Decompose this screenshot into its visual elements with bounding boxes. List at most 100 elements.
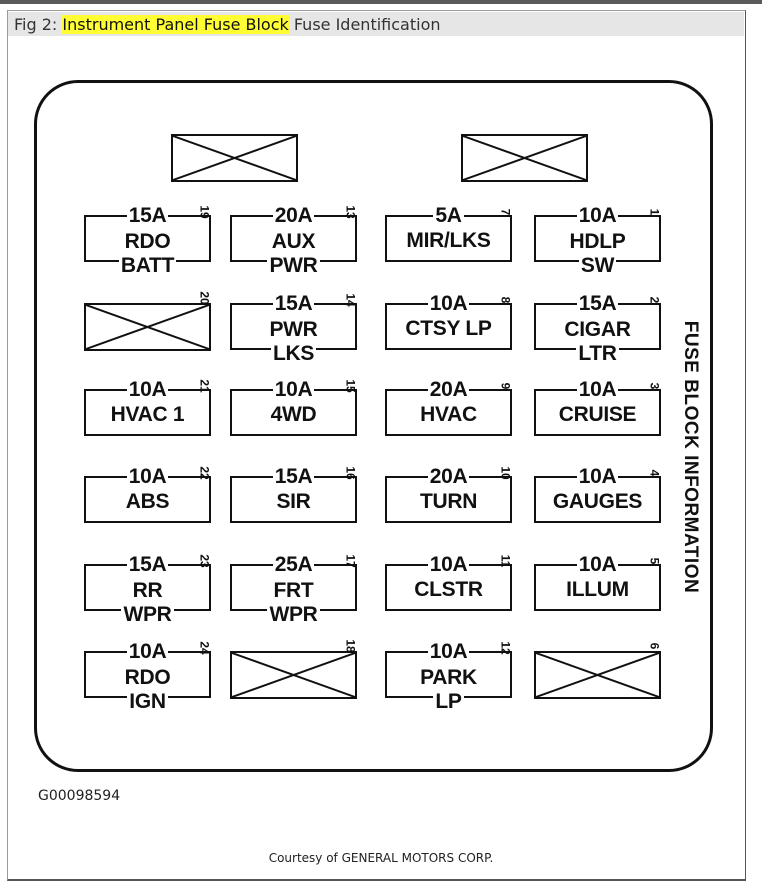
spare-slot-top-left bbox=[171, 134, 298, 182]
fuse-label-line1: RDO bbox=[124, 666, 171, 689]
fuse-number: 1 bbox=[647, 208, 662, 216]
fuse-11: 10A CLSTR 11 bbox=[385, 554, 512, 611]
fuse-18: 18 bbox=[230, 639, 358, 699]
fuse-20: 20 bbox=[84, 291, 212, 351]
fuse-label-line1: PARK bbox=[420, 666, 477, 689]
fuse-number: 12 bbox=[498, 641, 513, 655]
fuse-amp: 10A bbox=[427, 292, 470, 315]
fuse-10: 20A TURN 10 bbox=[385, 466, 513, 523]
fuse-amp: 5A bbox=[433, 204, 464, 227]
fuse-number: 9 bbox=[498, 382, 513, 390]
fuse-13: 20A AUX PWR 13 bbox=[230, 205, 358, 277]
fuse-16: 15A SIR 16 bbox=[230, 466, 358, 523]
fuse-amp: 10A bbox=[126, 465, 169, 488]
fuse-label-line1: HDLP bbox=[569, 230, 626, 253]
empty-slot-cross bbox=[536, 653, 659, 697]
fuse-amp: 10A bbox=[272, 378, 315, 401]
fuse-19: 15A RDO BATT 19 bbox=[84, 205, 212, 277]
fuse-number: 24 bbox=[197, 641, 212, 655]
fuse-amp: 10A bbox=[126, 378, 169, 401]
fuse-label-line1: AUX bbox=[271, 230, 316, 253]
fuse-amp: 10A bbox=[427, 553, 470, 576]
fuse-number: 16 bbox=[343, 466, 358, 480]
fuse-label-line2: WPR bbox=[267, 603, 320, 626]
fuse-label-line1: PWR bbox=[269, 318, 318, 341]
fuse-label-line1: SIR bbox=[276, 490, 311, 513]
fuse-4: 10A GAUGES 4 bbox=[534, 466, 661, 523]
fuse-label-line2: WPR bbox=[121, 603, 174, 626]
fuse-8: 10A CTSY LP 8 bbox=[385, 293, 512, 350]
fuse-number: 7 bbox=[498, 208, 513, 216]
fuse-24: 10A RDO IGN 24 bbox=[84, 641, 212, 713]
fuse-amp: 10A bbox=[126, 640, 169, 663]
fuse-21: 10A HVAC 1 21 bbox=[84, 379, 212, 436]
fuse-label-line1: RR bbox=[132, 579, 163, 602]
fuse-12: 10A PARK LP 12 bbox=[385, 641, 513, 713]
fuse-amp: 15A bbox=[272, 292, 315, 315]
fuse-number: 19 bbox=[197, 205, 212, 219]
fuse-number: 6 bbox=[647, 642, 662, 650]
fuse-label-line1: RDO bbox=[124, 230, 171, 253]
figure-title-suffix: Fuse Identification bbox=[288, 15, 441, 34]
fuse-amp: 20A bbox=[272, 204, 315, 227]
fuse-amp: 10A bbox=[427, 640, 470, 663]
spare-slot-top-right bbox=[461, 134, 588, 182]
empty-slot-cross bbox=[463, 136, 586, 180]
window-top-bar bbox=[0, 0, 762, 4]
fuse-label-line1: ILLUM bbox=[566, 578, 629, 601]
figure-title-highlight: Instrument Panel Fuse Block bbox=[62, 15, 289, 34]
fuse-number: 8 bbox=[498, 296, 513, 304]
fuse-amp: 10A bbox=[576, 553, 619, 576]
fuse-amp: 20A bbox=[427, 378, 470, 401]
fuse-number: 17 bbox=[343, 554, 358, 568]
fuse-label-line2: PWR bbox=[267, 254, 320, 277]
fuse-amp: 15A bbox=[126, 204, 169, 227]
figure-title: Fig 2: Instrument Panel Fuse Block Fuse … bbox=[14, 15, 441, 34]
figure-code: G00098594 bbox=[38, 788, 121, 804]
figure-title-prefix: Fig 2: bbox=[14, 15, 63, 34]
fuse-number: 13 bbox=[343, 205, 358, 219]
fuse-label-line2: SW bbox=[578, 254, 617, 277]
fuse-number: 18 bbox=[343, 639, 358, 653]
fuse-number: 20 bbox=[197, 291, 212, 305]
side-label-text: FUSE BLOCK INFORMATION bbox=[680, 320, 701, 594]
fuse-label-line2: LP bbox=[433, 690, 464, 713]
empty-slot-cross bbox=[173, 136, 296, 180]
fuse-label-line2: LTR bbox=[576, 342, 619, 365]
empty-slot-cross bbox=[86, 305, 209, 349]
fuse-label-line1: CIGAR bbox=[564, 318, 631, 341]
fuse-amp: 10A bbox=[576, 378, 619, 401]
fuse-22: 10A ABS 22 bbox=[84, 466, 212, 523]
fuse-amp: 10A bbox=[576, 465, 619, 488]
fuse-amp: 15A bbox=[272, 465, 315, 488]
fuse-label-line2: BATT bbox=[118, 254, 177, 277]
fuse-7: 5A MIR/LKS 7 bbox=[385, 205, 512, 262]
empty-slot-cross bbox=[232, 653, 355, 697]
fuse-label-line1: HVAC bbox=[420, 403, 477, 426]
fuse-label-line1: 4WD bbox=[270, 403, 317, 426]
figure-frame bbox=[7, 10, 746, 881]
fuse-5: 10A ILLUM 5 bbox=[534, 554, 661, 611]
fuse-label-line1: CLSTR bbox=[414, 578, 483, 601]
fuse-amp: 15A bbox=[126, 553, 169, 576]
fuse-label-line1: GAUGES bbox=[552, 490, 643, 513]
fuse-number: 10 bbox=[498, 466, 513, 480]
courtesy-caption: Courtesy of GENERAL MOTORS CORP. bbox=[268, 851, 494, 865]
fuse-label-line2: LKS bbox=[270, 342, 317, 365]
fuse-number: 22 bbox=[197, 466, 212, 480]
fuse-17: 25A FRT WPR 17 bbox=[230, 554, 358, 626]
fuse-block-info-label: FUSE BLOCK INFORMATION bbox=[660, 302, 720, 612]
fuse-amp: 10A bbox=[576, 204, 619, 227]
fuse-label-line2: IGN bbox=[127, 690, 168, 713]
fuse-amp: 25A bbox=[272, 553, 315, 576]
fuse-3: 10A CRUISE 3 bbox=[534, 379, 661, 436]
fuse-block-outline bbox=[34, 80, 713, 772]
fuse-label-line1: TURN bbox=[419, 490, 478, 513]
fuse-15: 10A 4WD 15 bbox=[230, 379, 358, 436]
fuse-number: 21 bbox=[197, 379, 212, 393]
fuse-6: 6 bbox=[534, 643, 661, 699]
fuse-label-line1: CTSY LP bbox=[405, 317, 492, 340]
fuse-number: 14 bbox=[343, 293, 358, 307]
fuse-14: 15A PWR LKS 14 bbox=[230, 293, 358, 365]
fuse-9: 20A HVAC 9 bbox=[385, 379, 512, 436]
